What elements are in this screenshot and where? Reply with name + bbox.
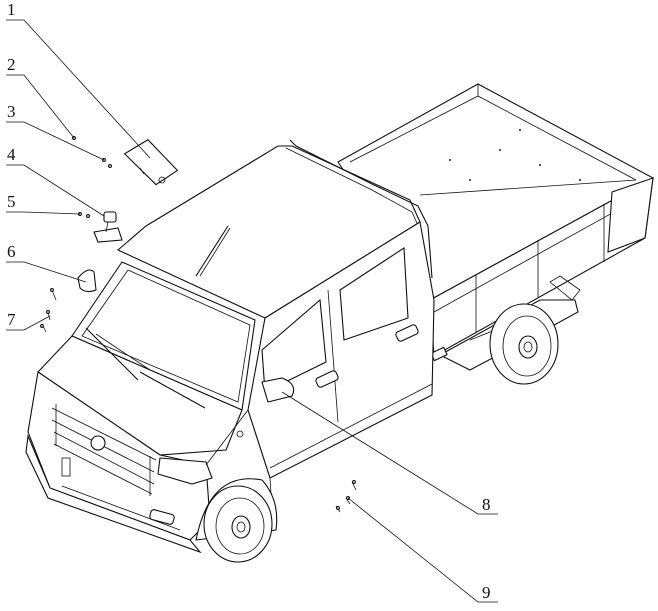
cab	[25, 139, 435, 554]
callout-label-6: 6	[7, 242, 16, 261]
callout-label-2: 2	[7, 55, 16, 74]
part-sun-visor	[123, 139, 179, 186]
leader-lines	[6, 19, 498, 603]
callout-label-3: 3	[7, 102, 16, 121]
rear-wheel	[489, 303, 559, 385]
part-screws-9	[335, 480, 357, 513]
callout-label-8: 8	[482, 495, 491, 514]
part-exterior-mirror-left	[77, 269, 97, 293]
callout-label-4: 4	[7, 145, 16, 164]
callout-label-5: 5	[7, 192, 16, 211]
front-wheel	[195, 478, 278, 563]
callout-label-9: 9	[482, 583, 491, 602]
part-bracket-fasteners	[40, 288, 57, 333]
part-interior-mirror	[78, 211, 123, 243]
part-exterior-mirror-right	[261, 377, 295, 403]
callout-label-1: 1	[7, 0, 16, 19]
callout-label-7: 7	[7, 310, 16, 329]
part-screw-3b	[108, 164, 112, 168]
